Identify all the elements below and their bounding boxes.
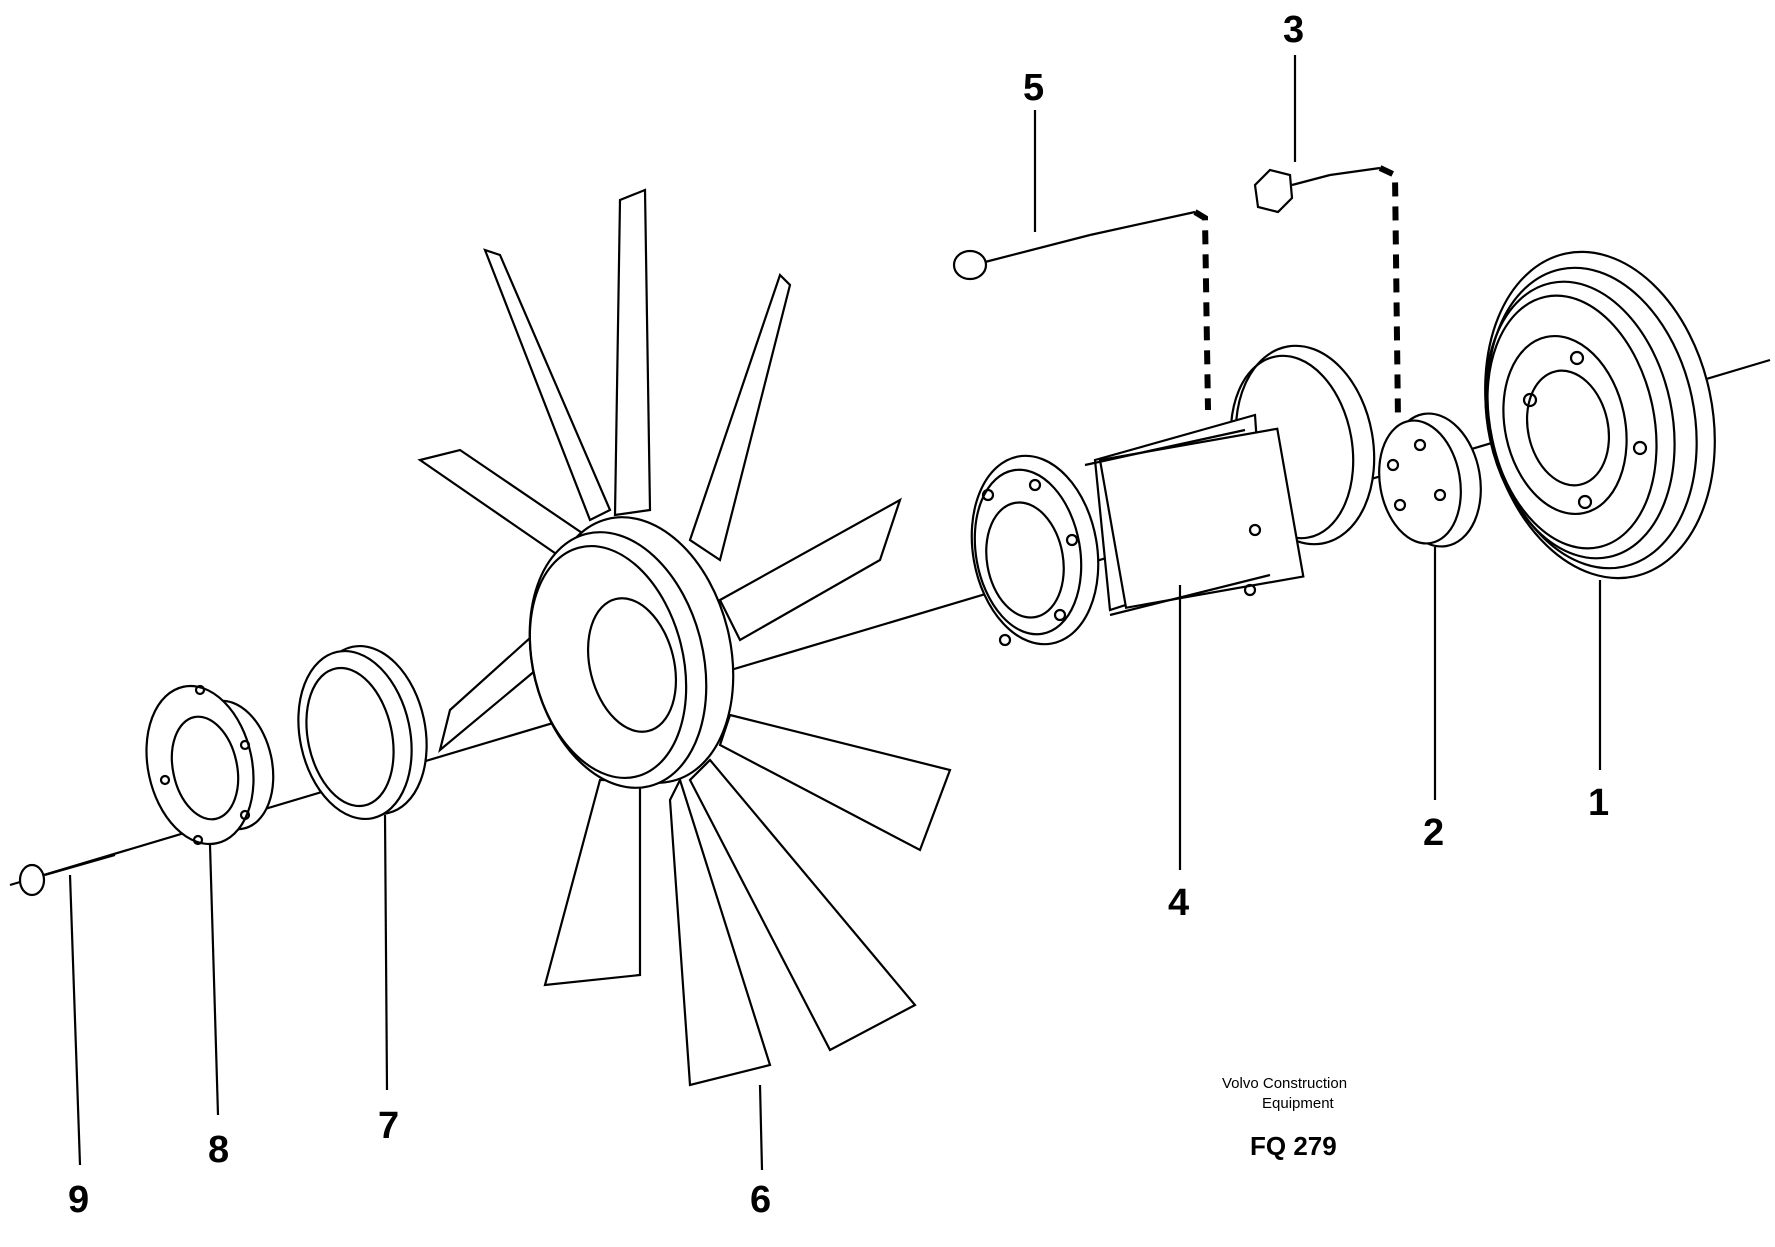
callout-6: 6	[750, 1179, 771, 1221]
part-1-pulley	[1484, 250, 1716, 580]
callout-5: 5	[1023, 67, 1044, 109]
callout-7: 7	[378, 1105, 399, 1147]
credit-line-2: Equipment	[1262, 1095, 1335, 1112]
callout-labels: 1 2 3 4 5 6 7 8 9	[68, 9, 1609, 1221]
callout-4: 4	[1168, 882, 1189, 924]
callout-2: 2	[1423, 812, 1444, 854]
part-8-flange	[145, 684, 275, 846]
part-3-nut	[1253, 165, 1401, 421]
callout-3: 3	[1283, 9, 1304, 51]
credit-block: Volvo Construction Equipment FQ 279	[1222, 1075, 1347, 1161]
callout-1: 1	[1588, 782, 1609, 824]
part-9-screw	[18, 853, 116, 897]
center-axis	[9, 358, 1771, 887]
part-2-spacer	[1378, 412, 1482, 548]
part-4-hub	[970, 344, 1376, 647]
part-6-fan	[417, 188, 952, 1087]
part-7-ring	[297, 644, 428, 821]
credit-line-1: Volvo Construction	[1222, 1075, 1347, 1092]
callout-9: 9	[68, 1179, 89, 1221]
callout-8: 8	[208, 1129, 229, 1171]
figure-code: FQ 279	[1250, 1131, 1337, 1161]
leader-lines	[68, 55, 1602, 1171]
part-5-bolt	[952, 209, 1211, 411]
